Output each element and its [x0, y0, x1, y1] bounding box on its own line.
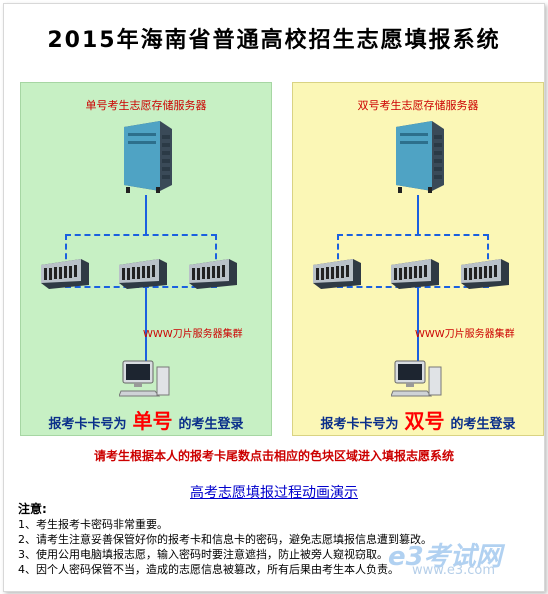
even-server-label: 双号考生志愿存储服务器	[357, 99, 479, 112]
odd-number-label: 单号	[132, 409, 173, 433]
notes-section: 注意: 1、考生报考卡密码非常重要。 2、请考生注意妥善保管好你的报考卡和信息卡…	[18, 500, 538, 577]
page-title: 2015年海南省普通高校招生志愿填报系统	[47, 28, 501, 53]
login-prefix: 报考卡卡号为	[320, 417, 399, 432]
downlink-line	[417, 286, 419, 376]
note-item: 2、请考生注意妥善保管好你的报考卡和信息卡的密码，避免志愿填报信息遭到篡改。	[18, 533, 432, 546]
uplink-line	[417, 195, 419, 235]
blade-server-icon	[461, 259, 509, 289]
notes-title: 注意:	[18, 502, 47, 516]
even-number-label: 双号	[404, 409, 445, 433]
computer-icon	[119, 360, 170, 397]
odd-login-region[interactable]: 单号考生志愿存储服务器 WWW刀片服务器集群	[20, 82, 272, 436]
odd-server-label: 单号考生志愿存储服务器	[85, 99, 207, 112]
note-item: 3、使用公用电脑填报志愿，输入密码时要注意遮挡，防止被旁人窥视窃取。	[18, 548, 388, 561]
watermark-logo: e3考试网	[388, 542, 502, 572]
blade-server-icon	[313, 259, 361, 289]
odd-login-text[interactable]: 报考卡卡号为单号的考生登录	[21, 405, 271, 434]
login-suffix: 的考生登录	[178, 417, 244, 432]
cluster-label: WWW刀片服务器集群	[415, 329, 515, 340]
demo-animation-link[interactable]: 高考志愿填报过程动画演示	[190, 485, 358, 501]
instruction-text: 请考生根据本人的报考卡尾数点击相应的色块区域进入填报志愿系统	[93, 449, 454, 463]
note-item: 4、因个人密码保管不当，造成的志愿信息被篡改，所有后果由考生本人负责。	[18, 563, 399, 576]
login-prefix: 报考卡卡号为	[48, 417, 127, 432]
even-login-region[interactable]: 双号考生志愿存储服务器 WWW刀片服务器集群	[292, 82, 544, 436]
blade-server-icon	[119, 259, 167, 289]
note-item: 1、考生报考卡密码非常重要。	[18, 518, 168, 531]
uplink-line	[145, 195, 147, 235]
downlink-line	[145, 286, 147, 376]
storage-server-icon	[396, 121, 444, 193]
blade-server-icon	[189, 259, 237, 289]
blade-server-icon	[391, 259, 439, 289]
watermark-url: www.e3.com	[412, 563, 496, 578]
storage-server-icon	[124, 121, 172, 193]
login-suffix: 的考生登录	[450, 417, 516, 432]
blade-server-icon	[41, 259, 89, 289]
even-login-text[interactable]: 报考卡卡号为双号的考生登录	[293, 405, 543, 434]
cluster-label: WWW刀片服务器集群	[143, 329, 243, 340]
computer-icon	[391, 360, 442, 397]
